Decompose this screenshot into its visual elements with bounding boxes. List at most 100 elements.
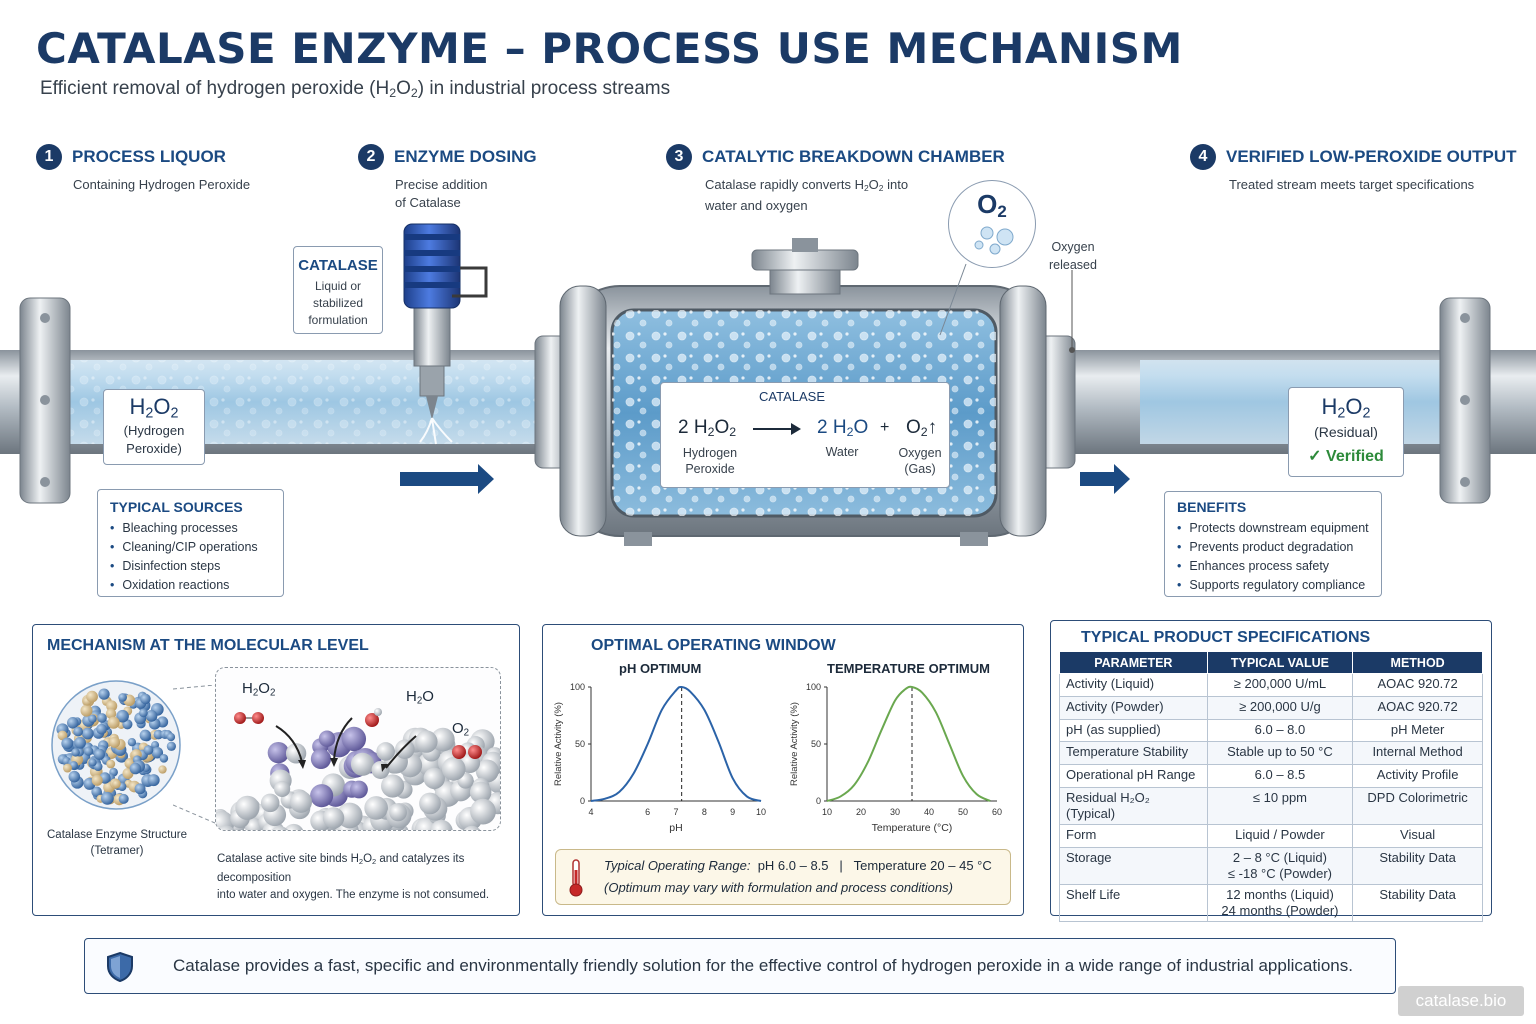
atom (71, 748, 80, 757)
oxygen-bubble-label: O2 (977, 189, 1007, 222)
table-cell: 12 months (Liquid)24 months (Powder) (1206, 883, 1354, 922)
y-tick-label: 100 (806, 682, 821, 692)
step-3: 3 CATALYTIC BREAKDOWN CHAMBER Catalase r… (666, 144, 1005, 215)
atom (139, 708, 148, 718)
atom (235, 795, 260, 820)
atom (116, 709, 129, 723)
y-tick-label: 100 (570, 682, 585, 692)
atom (166, 732, 176, 742)
x-tick-label: 20 (856, 807, 866, 817)
x-tick-label: 50 (958, 807, 968, 817)
x-tick-label: 60 (992, 807, 1002, 817)
list-item: Supports regulatory compliance (1177, 576, 1369, 595)
step-2-number: 2 (358, 144, 384, 170)
list-item: Prevents product degradation (1177, 538, 1369, 557)
mechanism-title: MECHANISM AT THE MOLECULAR LEVEL (47, 637, 369, 654)
atom (143, 745, 154, 755)
step-2-title: ENZYME DOSING (394, 147, 537, 166)
list-item: Cleaning/CIP operations (110, 538, 271, 557)
atom (166, 741, 176, 751)
atom (441, 757, 466, 781)
table-cell: ≥ 200,000 U/mL (1206, 673, 1354, 697)
y-axis-label: Relative Activity (%) (789, 702, 800, 786)
atom (371, 761, 390, 779)
atom (271, 826, 288, 830)
x-tick-label: 8 (702, 807, 707, 817)
enzyme-structure-label: Catalase Enzyme Structure(Tetramer) (47, 829, 187, 857)
atom (139, 729, 151, 741)
table-cell: 2 – 8 °C (Liquid)≤ -18 °C (Powder) (1206, 846, 1354, 885)
table-cell: Storage (1059, 846, 1208, 885)
list-item: Bleaching processes (110, 519, 271, 538)
atom (97, 713, 107, 723)
outlet-label: H2O2 (Residual) ✓ Verified (1288, 387, 1404, 477)
product-oxygen-label: Oxygen(Gas) (898, 446, 942, 476)
atom (118, 793, 129, 804)
x-tick-label: 30 (890, 807, 900, 817)
table-cell: 6.0 – 8.0 (1206, 718, 1354, 743)
mechanism-caption: Catalase active site binds H2O2 and cata… (217, 853, 490, 901)
step-4-number: 4 (1190, 144, 1216, 170)
enzyme-structure-icon (51, 680, 181, 810)
y-tick-label: 50 (575, 739, 585, 749)
mechanism-panel: MECHANISM AT THE MOLECULAR LEVEL Catalas… (32, 624, 520, 916)
list-item: Oxidation reactions (110, 576, 271, 595)
atom (91, 774, 103, 786)
operating-window-panel: OPTIMAL OPERATING WINDOW pH OPTIMUM TEMP… (542, 624, 1024, 916)
reaction-arrow-icon (753, 423, 801, 435)
atom (260, 793, 280, 813)
benefits-card: BENEFITS Protects downstream equipment P… (1164, 491, 1382, 597)
atom (217, 825, 235, 830)
specifications-title: TYPICAL PRODUCT SPECIFICATIONS (1081, 629, 1371, 646)
atom (98, 688, 110, 700)
atom (153, 729, 164, 740)
atom (364, 796, 388, 820)
column-header: PARAMETER (1059, 651, 1208, 674)
atom (80, 704, 93, 717)
atom (61, 737, 74, 750)
atom (118, 693, 127, 702)
atom (289, 790, 313, 813)
table-cell: pH Meter (1352, 718, 1483, 743)
y-tick-label: 0 (816, 796, 821, 806)
step-3-title: CATALYTIC BREAKDOWN CHAMBER (702, 147, 1005, 166)
atom (389, 803, 407, 822)
footer-text: Catalase provides a fast, specific and e… (173, 956, 1353, 975)
atom (430, 819, 453, 830)
specifications-table: PARAMETER TYPICAL VALUE METHOD Activity … (1059, 651, 1483, 922)
atom (112, 779, 121, 789)
active-site-o2-label: O2 (452, 720, 470, 739)
x-tick-label: 7 (673, 807, 678, 817)
atom (134, 783, 146, 795)
operating-window-title: OPTIMAL OPERATING WINDOW (591, 637, 836, 654)
operating-range-note: (Optimum may vary with formulation and p… (604, 880, 953, 895)
atom (267, 741, 290, 764)
active-site-h2o-label: H2O (406, 688, 434, 707)
atom (88, 758, 97, 767)
list-item: Enhances process safety (1177, 557, 1369, 576)
y-tick-label: 0 (580, 796, 585, 806)
atom (67, 717, 79, 729)
atom (93, 748, 106, 760)
table-cell: AOAC 920.72 (1352, 673, 1483, 697)
atom (310, 748, 332, 770)
atom (83, 746, 94, 756)
atom (475, 759, 499, 783)
x-tick-label: 10 (822, 807, 832, 817)
outlet-residual-label: (Residual) (1314, 423, 1378, 440)
x-axis-label: Temperature (°C) (872, 822, 953, 834)
outlet-formula: H2O2 (1321, 394, 1371, 422)
atom (62, 763, 72, 773)
zoom-lines (173, 685, 216, 824)
atom (415, 730, 438, 753)
atom (376, 742, 395, 761)
atom (140, 693, 151, 705)
atom (86, 690, 98, 703)
active-site-h2o2-label: H2O2 (242, 680, 276, 699)
atom (73, 726, 83, 737)
